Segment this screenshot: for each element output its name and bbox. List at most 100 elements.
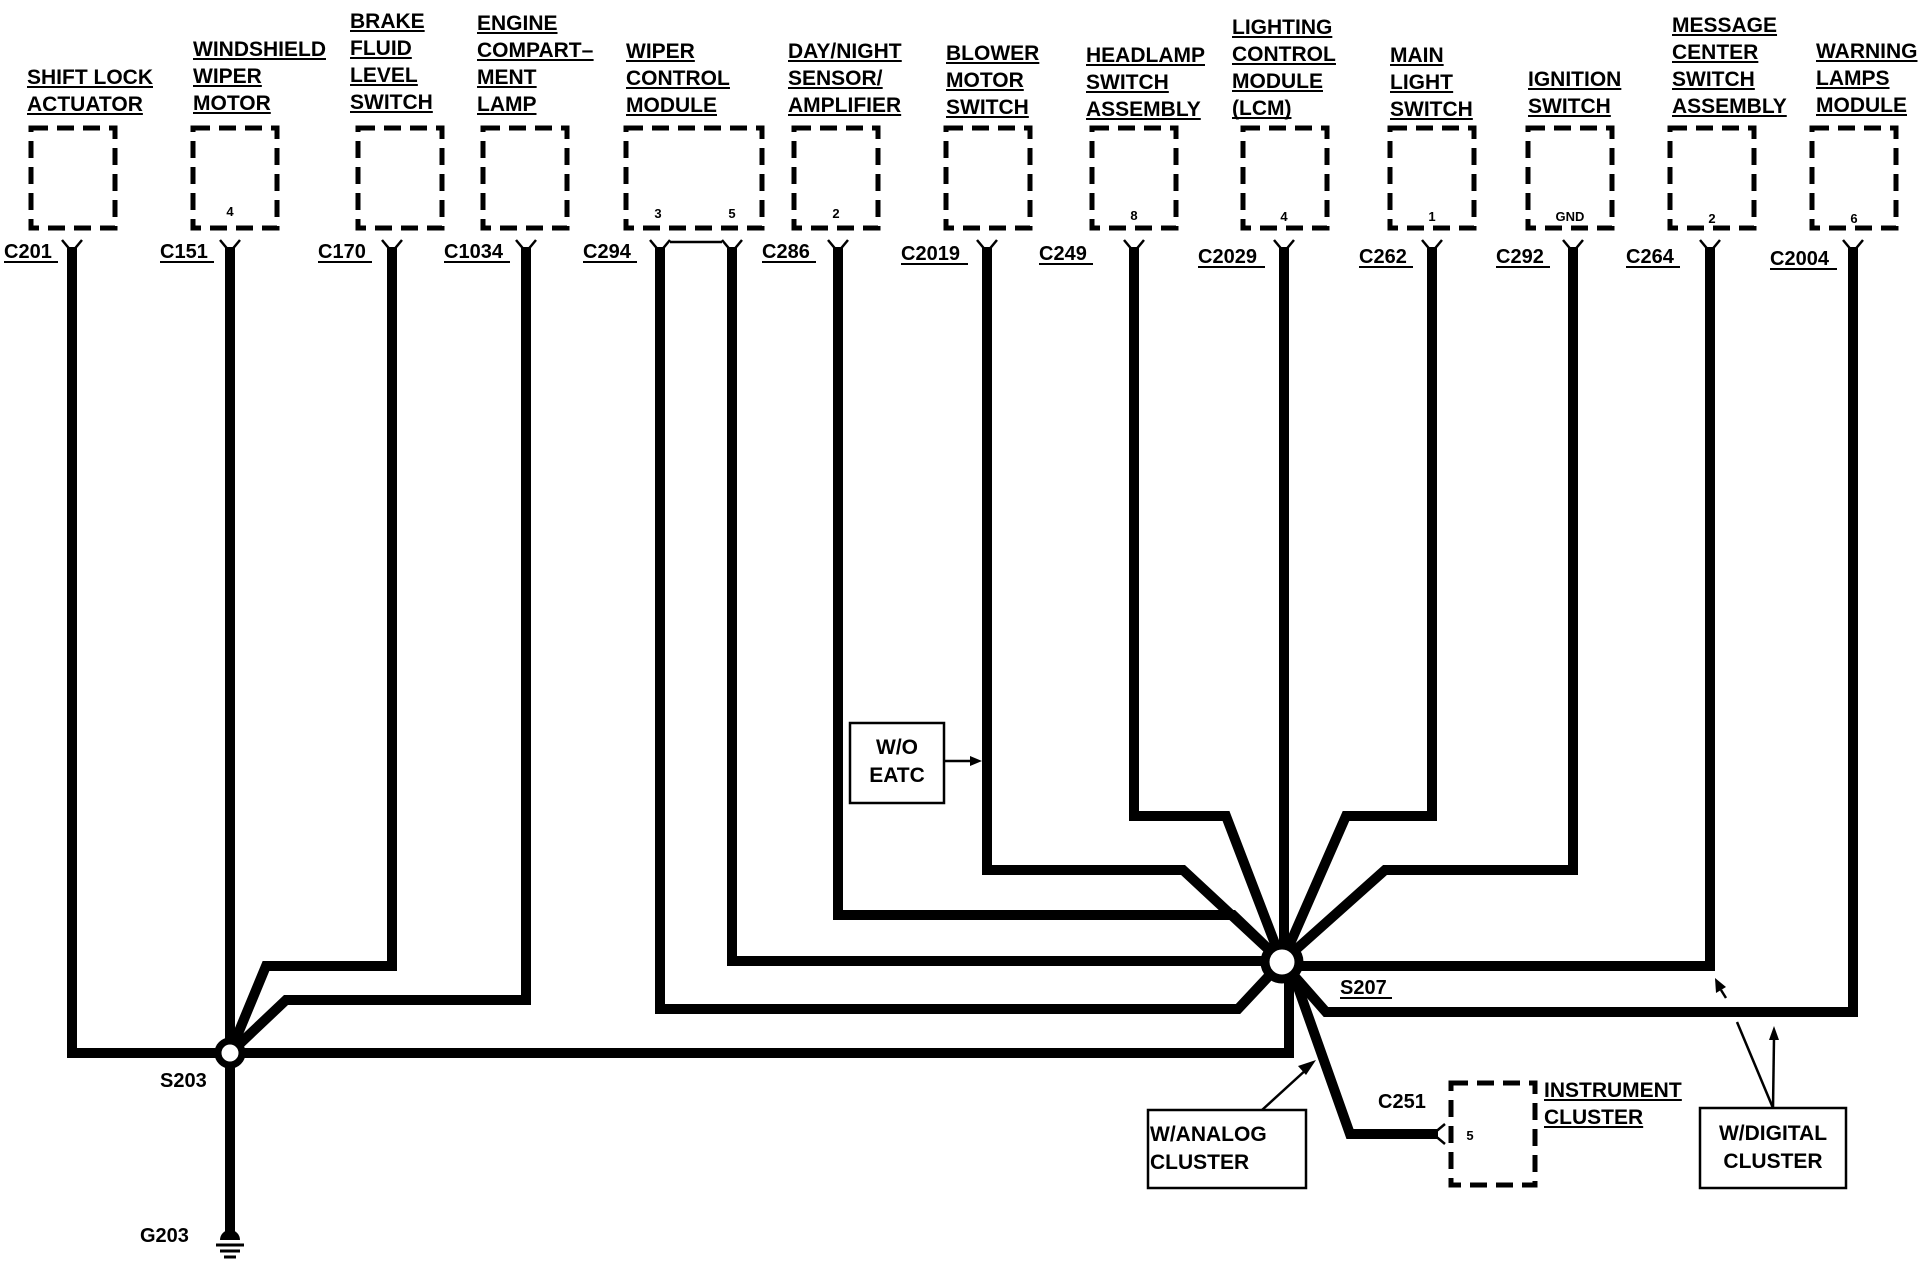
connector-boxes bbox=[28, 125, 1899, 1188]
wire-s203-s207 bbox=[225, 957, 1294, 1058]
connector-c2019: C2019 bbox=[901, 243, 960, 265]
brake-fluid-level-switch-box bbox=[355, 125, 445, 231]
ground-label: G203 bbox=[140, 1225, 189, 1247]
terminal-c249 bbox=[1123, 239, 1145, 254]
note-digital-arrow-line-msg bbox=[1719, 989, 1728, 999]
wire-c294-pin5 bbox=[727, 247, 1287, 966]
connector-terminals bbox=[61, 239, 1864, 1145]
warning-lamps-module-box bbox=[1809, 125, 1899, 231]
terminal-c286 bbox=[827, 239, 849, 254]
ignition-switch-box bbox=[1525, 125, 1615, 231]
connector-ids: C201 C151 C170 C1034 C294 C286 C2019 C24… bbox=[4, 241, 1830, 1113]
pin-c251: 5 bbox=[1466, 1128, 1473, 1143]
connector-c292: C292 bbox=[1496, 246, 1544, 268]
note-analog-arrow-line bbox=[1261, 1067, 1309, 1111]
wire-c264 bbox=[1277, 247, 1715, 971]
wire-c249 bbox=[1129, 247, 1289, 969]
note-analog-box bbox=[1146, 1108, 1308, 1190]
wire-c292 bbox=[1274, 247, 1578, 970]
blower-motor-switch-box bbox=[943, 125, 1033, 231]
terminal-c2004 bbox=[1842, 239, 1864, 254]
terminal-c170 bbox=[381, 239, 403, 254]
connector-c262: C262 bbox=[1359, 246, 1407, 268]
splice-s203-dot bbox=[214, 1037, 246, 1069]
engine-compartment-lamp-box bbox=[480, 125, 570, 231]
note-wo-eatc-arrowhead bbox=[970, 756, 982, 766]
note-digital-box bbox=[1698, 1106, 1848, 1190]
pin-c294-3: 3 bbox=[654, 206, 661, 221]
pin-c264: 2 bbox=[1708, 211, 1715, 226]
pin-numbers: 4 3 5 2 8 4 1 GND 2 6 5 bbox=[226, 204, 1857, 1143]
headlamp-switch-assembly-box bbox=[1089, 125, 1179, 231]
splice-s207-label: S207 bbox=[1340, 977, 1387, 999]
windshield-wiper-motor-box bbox=[190, 125, 280, 231]
note-digital-arrowhead-msg bbox=[1715, 978, 1726, 993]
pin-c2004: 6 bbox=[1850, 211, 1857, 226]
pin-c249: 8 bbox=[1130, 208, 1137, 223]
connector-id-underlines bbox=[4, 261, 1837, 270]
note-wo-eatc-box bbox=[848, 721, 946, 805]
terminal-c2019 bbox=[976, 239, 998, 254]
wire-c2004 bbox=[1274, 247, 1858, 1017]
ground-symbol-icon bbox=[220, 1230, 240, 1240]
splice-s203-label: S203 bbox=[160, 1070, 207, 1092]
terminal-c294-3 bbox=[649, 239, 671, 254]
main-light-switch-box bbox=[1387, 125, 1477, 231]
day-night-sensor-box bbox=[791, 125, 881, 231]
terminal-c251 bbox=[1431, 1123, 1446, 1145]
pin-c294-5: 5 bbox=[728, 206, 735, 221]
shift-lock-actuator-box bbox=[28, 125, 118, 231]
instrument-cluster-box bbox=[1448, 1080, 1538, 1188]
wiper-control-module-box bbox=[623, 125, 765, 231]
pin-c262: 1 bbox=[1428, 209, 1435, 224]
wire-c251 bbox=[1282, 955, 1438, 1139]
terminal-c262 bbox=[1421, 239, 1443, 254]
wire-c294-pin3 bbox=[655, 247, 1290, 1014]
pin-c2029: 4 bbox=[1280, 209, 1288, 224]
pin-c151: 4 bbox=[226, 204, 234, 219]
connector-c264: C264 bbox=[1626, 246, 1675, 268]
pin-c292: GND bbox=[1556, 209, 1585, 224]
terminal-c264 bbox=[1699, 239, 1721, 254]
terminal-c2029 bbox=[1273, 239, 1295, 254]
wire-c262 bbox=[1275, 247, 1437, 969]
wire-c170 bbox=[223, 247, 397, 1060]
ground-g203: G203 bbox=[140, 1225, 244, 1259]
wire-c286 bbox=[833, 247, 1290, 970]
wire-c201 bbox=[67, 247, 235, 1058]
terminal-c292 bbox=[1562, 239, 1584, 254]
connector-c2004: C2004 bbox=[1770, 248, 1830, 270]
pin-c286: 2 bbox=[832, 206, 839, 221]
connector-c1034: C1034 bbox=[444, 241, 504, 263]
connector-c251: C251 bbox=[1378, 1091, 1426, 1113]
splices: S203 S207 bbox=[160, 940, 1392, 1092]
wire-c1034 bbox=[222, 247, 531, 1061]
connector-c249: C249 bbox=[1039, 243, 1087, 265]
lighting-control-module-box bbox=[1240, 125, 1330, 231]
terminal-c294-5 bbox=[721, 239, 743, 254]
connector-c2029: C2029 bbox=[1198, 246, 1257, 268]
connector-c201: C201 bbox=[4, 241, 52, 263]
connector-c151: C151 bbox=[160, 241, 208, 263]
terminal-c1034 bbox=[515, 239, 537, 254]
note-digital-arrow-line-1 bbox=[1735, 1021, 1775, 1109]
wires bbox=[67, 247, 1858, 1237]
